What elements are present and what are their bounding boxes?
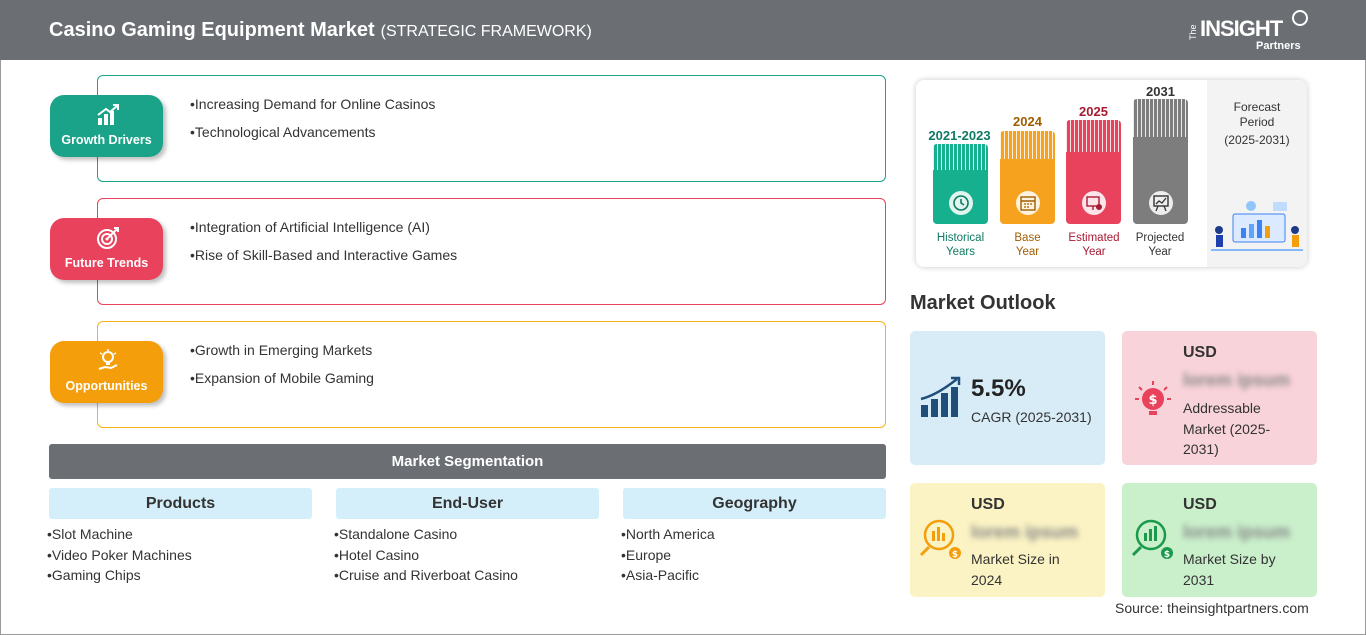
- calendar-icon: [1016, 191, 1040, 215]
- list-item: Europe: [621, 547, 715, 568]
- products-list: Slot Machine Video Poker Machines Gaming…: [47, 526, 192, 588]
- list-item: Integration of Artificial Intelligence (…: [190, 219, 457, 247]
- list-item: Asia-Pacific: [621, 567, 715, 588]
- projection-board-icon: [1149, 191, 1173, 215]
- lightbulb-hand-icon: [98, 349, 118, 370]
- usd-label: USD: [971, 496, 1005, 513]
- list-item: Video Poker Machines: [47, 547, 192, 568]
- forecast-period-panel: Forecast Period (2025-2031): [1207, 80, 1307, 267]
- forecast-line-3: (2025-2031): [1224, 133, 1290, 147]
- magnifier-chart-icon: $: [919, 519, 961, 560]
- end-user-list: Standalone Casino Hotel Casino Cruise an…: [334, 526, 518, 588]
- geography-list: North America Europe Asia-Pacific: [621, 526, 715, 588]
- page-subtitle: (STRATEGIC FRAMEWORK): [380, 23, 592, 40]
- products-header: Products: [49, 488, 312, 519]
- market-segmentation-bar: Market Segmentation: [49, 444, 886, 479]
- opportunities-label: Opportunities: [65, 379, 148, 393]
- blurred-value: lorem ipsum: [971, 522, 1079, 542]
- presentation-gear-icon: [1082, 191, 1106, 215]
- list-item: Hotel Casino: [334, 547, 518, 568]
- base-year-bar: [1000, 131, 1055, 224]
- list-item: Gaming Chips: [47, 567, 192, 588]
- forecast-line-2: Period: [1239, 115, 1275, 129]
- year-2025: 2025: [1079, 104, 1108, 119]
- growth-drivers-label: Growth Drivers: [61, 133, 152, 147]
- magnifier-growth-icon: $: [1131, 519, 1173, 560]
- growth-chart-icon: [920, 376, 961, 417]
- market-outlook-title: Market Outlook: [910, 292, 1056, 314]
- estimated-year-bar: [1066, 120, 1121, 224]
- future-trends-box: Integration of Artificial Intelligence (…: [97, 198, 886, 305]
- list-item: Growth in Emerging Markets: [190, 342, 374, 370]
- usd-label: USD: [1183, 344, 1217, 361]
- opportunities-tag: Opportunities: [50, 341, 163, 403]
- svg-text:$: $: [1164, 550, 1170, 560]
- svg-text:$: $: [1148, 393, 1157, 408]
- list-item: North America: [621, 526, 715, 547]
- logo-ring-icon: [1292, 10, 1308, 26]
- list-item: Cruise and Riverboat Casino: [334, 567, 518, 588]
- year-2031: 2031: [1146, 84, 1175, 99]
- year-2024: 2024: [1013, 114, 1042, 129]
- svg-text:$: $: [952, 550, 958, 560]
- future-trends-label: Future Trends: [64, 256, 149, 270]
- page-title: Casino Gaming Equipment Market(STRATEGIC…: [49, 19, 592, 41]
- list-item: Rise of Skill-Based and Interactive Game…: [190, 247, 457, 275]
- list-item: Expansion of Mobile Gaming: [190, 370, 374, 398]
- list-item: Standalone Casino: [334, 526, 518, 547]
- year-2021-2023: 2021-2023: [928, 128, 991, 143]
- growth-drivers-tag: Growth Drivers: [50, 95, 163, 157]
- list-item: Slot Machine: [47, 526, 192, 547]
- historical-years-bar: [933, 144, 988, 224]
- history-clock-icon: [949, 191, 973, 215]
- blurred-value: lorem ipsum: [1183, 370, 1291, 390]
- header-bar: Casino Gaming Equipment Market(STRATEGIC…: [0, 0, 1366, 60]
- insight-partners-logo: The INSIGHT Partners: [1188, 10, 1318, 54]
- usd-label: USD: [1183, 496, 1217, 513]
- forecast-line-1: Forecast: [1233, 100, 1281, 114]
- bar-chart-growth-icon: [97, 104, 119, 125]
- cagr-card: 5.5% CAGR (2025-2031): [910, 331, 1105, 465]
- list-item: Increasing Demand for Online Casinos: [190, 96, 435, 124]
- end-user-header: End-User: [336, 488, 599, 519]
- geography-header: Geography: [623, 488, 886, 519]
- projected-year-bar: [1133, 99, 1188, 224]
- cagr-value: 5.5%: [971, 375, 1026, 402]
- growth-drivers-box: Increasing Demand for Online Casinos Tec…: [97, 75, 886, 182]
- cagr-desc: CAGR (2025-2031): [971, 409, 1092, 425]
- target-icon: [97, 227, 119, 249]
- analytics-people-icon: [1211, 201, 1303, 251]
- future-trends-tag: Future Trends: [50, 218, 163, 280]
- dollar-bulb-icon: $: [1135, 381, 1171, 415]
- opportunities-box: Growth in Emerging Markets Expansion of …: [97, 321, 886, 428]
- blurred-value: lorem ipsum: [1183, 522, 1291, 542]
- source-credit: Source: theinsightpartners.com: [1115, 600, 1309, 616]
- list-item: Technological Advancements: [190, 124, 435, 152]
